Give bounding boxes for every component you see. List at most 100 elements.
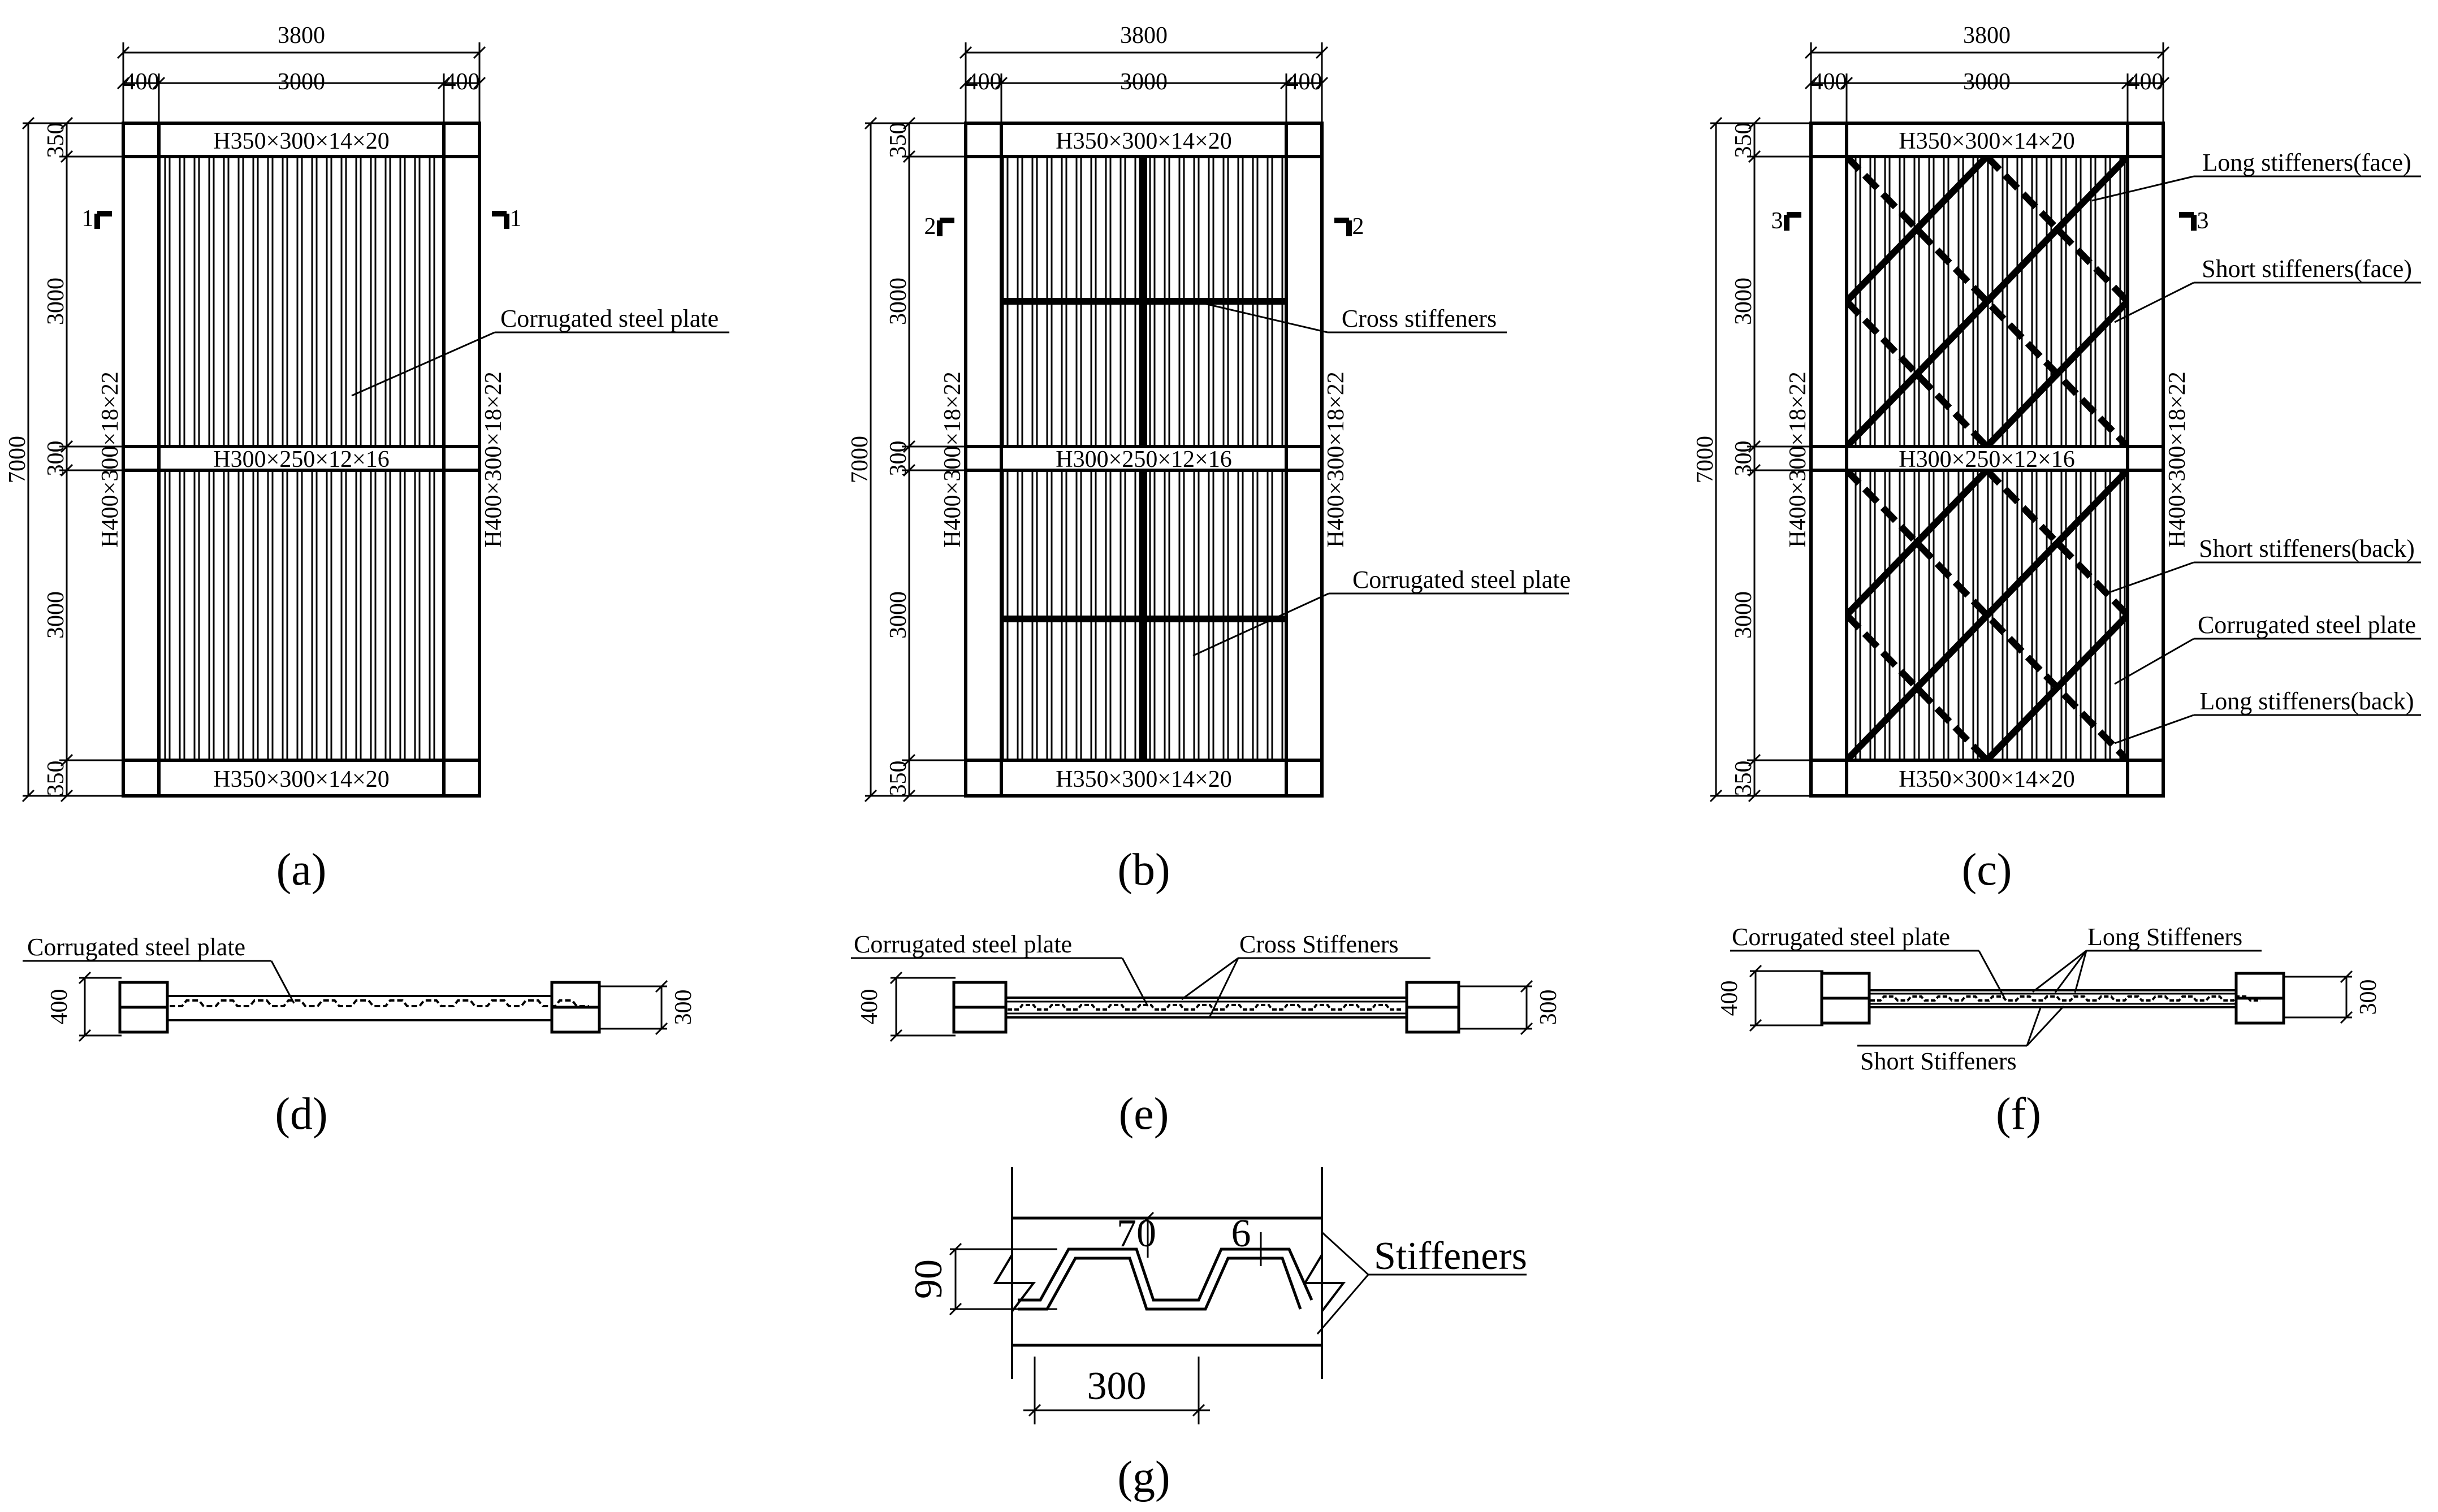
column-left (1809, 122, 1848, 798)
section-f: 400 300 Corrugated steel plate Long Stif… (1717, 923, 2381, 1139)
label-stiffeners-g: Stiffeners (1374, 1234, 1527, 1278)
label-short-stiffeners-back: Short stiffeners(back) (2199, 535, 2415, 562)
dim-detail-depth: 90 (907, 1259, 950, 1299)
section-mark-left-num: 2 (924, 214, 936, 240)
dim-left-b (864, 116, 966, 803)
dim-beam-mid: 300 (885, 441, 911, 476)
dim-beam-bot: 350 (885, 761, 911, 796)
dim-total-height: 7000 (5, 436, 31, 483)
label-beam-mid: H300×250×12×16 (213, 447, 389, 473)
caption-f: (f) (1996, 1089, 2041, 1139)
column-flange-left-top (952, 981, 1008, 1009)
leader-a (351, 331, 729, 397)
dim-beam-mid: 300 (1731, 441, 1757, 476)
label-column-right: H400×300×18×22 (2164, 371, 2190, 547)
dim-beam-top: 350 (1731, 123, 1757, 158)
dim-edge-left: 400 (966, 69, 1002, 95)
column-right (442, 122, 481, 798)
dim-panel-lower: 3000 (885, 591, 911, 639)
section-mark-right-num: 1 (510, 206, 522, 232)
dim-top-c (1804, 42, 2170, 122)
dim-beam-bot: 350 (1731, 761, 1757, 796)
corrugated-profile-f (1870, 995, 2260, 1002)
dim-left-a (21, 116, 123, 803)
elevation-c: 3800 400 3000 400 7000 350 3000 300 3000 (1692, 23, 2421, 895)
section-mark-left (1784, 212, 1801, 231)
dim-section-depth: 400 (1717, 981, 1743, 1016)
dim-edge-right: 400 (444, 69, 480, 95)
column-flange-left-bot (1820, 997, 1871, 1025)
caption-c: (c) (1962, 845, 2012, 895)
label-long-stiffeners-face: Long stiffeners(face) (2202, 149, 2411, 176)
caption-g: (g) (1117, 1453, 1170, 1502)
dim-mid-width: 3000 (1120, 69, 1168, 95)
dim-total-width: 3800 (278, 23, 325, 49)
dim-mid-width: 3000 (1963, 69, 2011, 95)
label-beam-mid: H300×250×12×16 (1899, 447, 2074, 473)
label-corrugated-b: Corrugated steel plate (1352, 566, 1571, 593)
beam-mid (1000, 445, 1288, 472)
dim-total-width: 3800 (1120, 23, 1168, 49)
beam-bot (157, 759, 446, 798)
label-column-right: H400×300×18×22 (1323, 371, 1349, 547)
label-corrugated-e: Corrugated steel plate (854, 930, 1072, 958)
dim-section-plate: 300 (1536, 990, 1562, 1025)
section-mark-right (1334, 218, 1352, 236)
label-beam-top: H350×300×14×20 (1899, 128, 2074, 154)
dim-total-width: 3800 (1963, 23, 2011, 49)
column-flange-right-bot (1405, 1006, 1460, 1034)
leaders-b (1187, 298, 1569, 657)
dim-section-depth: 400 (857, 989, 883, 1025)
column-flange-left-bot (952, 1006, 1008, 1034)
label-beam-bot: H350×300×14×20 (213, 766, 389, 792)
label-beam-mid: H300×250×12×16 (1056, 447, 1231, 473)
label-short-stiffeners-face: Short stiffeners(face) (2202, 255, 2412, 283)
column-right (1285, 122, 1324, 798)
section-mark-left (94, 211, 112, 229)
dim-edge-right: 400 (1287, 69, 1322, 95)
column-left (964, 122, 1003, 798)
column-flange-right-top (550, 981, 601, 1009)
caption-b: (b) (1117, 845, 1170, 895)
elevation-b: 3800 400 3000 400 7000 350 3000 300 3000 (847, 23, 1571, 895)
label-beam-bot: H350×300×14×20 (1056, 766, 1231, 792)
label-short-stiffeners-f: Short Stiffeners (1860, 1047, 2017, 1075)
dim-section-plate: 300 (671, 990, 697, 1025)
label-beam-top: H350×300×14×20 (1056, 128, 1231, 154)
section-mark-right-num: 2 (1352, 214, 1364, 240)
diagonal-stiffeners-lower (1847, 470, 2128, 760)
label-cross-stiffeners-e: Cross Stiffeners (1239, 930, 1399, 958)
cross-stiffeners-b (1001, 157, 1286, 760)
dim-panel-lower: 3000 (43, 591, 69, 639)
elevation-a: 3800 400 3000 400 7000 350 3000 300 3000 (5, 23, 729, 895)
dim-top-a (116, 42, 486, 122)
dim-beam-top: 350 (43, 123, 69, 158)
caption-e: (e) (1119, 1089, 1169, 1139)
dim-edge-right: 400 (2128, 69, 2164, 95)
corrugated-plate-lower (159, 470, 444, 760)
beam-bot (1845, 759, 2129, 798)
corrugated-profile-d (170, 999, 589, 1007)
label-corrugated-c: Corrugated steel plate (2198, 611, 2416, 639)
label-column-left: H400×300×18×22 (940, 371, 966, 547)
dim-left-c (1709, 116, 1811, 803)
section-mark-left-num: 3 (1771, 208, 1783, 234)
column-flange-right-bot (550, 1006, 601, 1034)
section-d: 400 300 Corrugated steel plate (d) (23, 933, 697, 1139)
frame-a (122, 122, 481, 798)
diagonal-stiffeners-upper (1847, 157, 2128, 447)
dim-panel-upper: 3000 (1731, 278, 1757, 325)
frame-c (1809, 122, 2165, 798)
dim-total-height: 7000 (847, 436, 873, 483)
beam-top (1000, 122, 1288, 158)
section-mark-right-num: 3 (2197, 208, 2209, 234)
dim-beam-mid: 300 (43, 441, 69, 476)
column-right (2126, 122, 2165, 798)
label-long-stiffeners-back: Long stiffeners(back) (2199, 687, 2414, 715)
label-cross-stiffeners: Cross stiffeners (1342, 305, 1497, 332)
dim-section-plate: 300 (2355, 980, 2381, 1015)
section-mark-right (492, 211, 509, 229)
dim-total-height: 7000 (1692, 436, 1718, 483)
corrugated-plate-upper (159, 157, 444, 447)
